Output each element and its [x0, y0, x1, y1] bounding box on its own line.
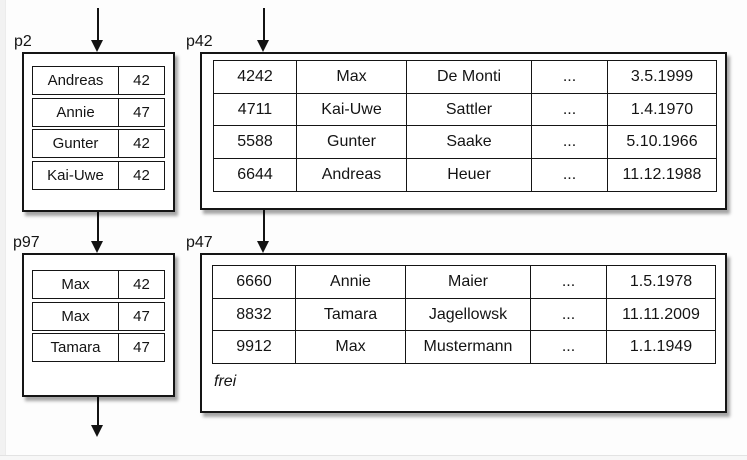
- table-cell: 4711: [237, 100, 273, 118]
- down-arrow-p42-to-p47-icon: [257, 210, 269, 253]
- table-cell: 47: [118, 334, 164, 361]
- table-cell: 5.10.1966: [607, 126, 716, 158]
- table-cell: 1.5.1978: [606, 266, 715, 298]
- table-cell: 47: [118, 302, 164, 330]
- table-row: Max 47: [32, 301, 165, 331]
- table-cell: 3.5.1999: [607, 61, 716, 93]
- slide-left-edge: [0, 0, 6, 460]
- table-row: Kai-Uwe 42: [32, 160, 165, 190]
- table-cell: ...: [530, 298, 606, 331]
- table-cell: 1.4.1970: [607, 93, 716, 126]
- page-label-p2: p2: [14, 33, 32, 50]
- table-cell: Max: [295, 331, 405, 363]
- table-row: Annie 47: [32, 97, 165, 127]
- table-cell: Tamara: [50, 339, 101, 356]
- table-cell: Max: [296, 61, 406, 93]
- table-cell: 42: [118, 161, 164, 189]
- table-cell: Andreas: [296, 158, 406, 191]
- table-cell: ...: [530, 266, 606, 298]
- table-cell: Gunter: [296, 126, 406, 158]
- slide-bottom-edge: [0, 455, 747, 460]
- table-cell: 6644: [237, 165, 273, 183]
- table-cell: 9912: [236, 338, 272, 355]
- table-cell: ...: [531, 158, 607, 191]
- table-cell: Max: [61, 307, 90, 325]
- table-cell: Andreas: [47, 72, 104, 89]
- down-arrow-into-p2-icon: [91, 8, 103, 52]
- table-cell: 42: [118, 130, 164, 157]
- table-cell: Sattler: [406, 93, 531, 126]
- table-cell: 11.12.1988: [607, 158, 716, 191]
- table-cell: Kai-Uwe: [296, 93, 406, 126]
- table-cell: Gunter: [52, 135, 99, 152]
- table-cell: Mustermann: [405, 331, 530, 363]
- table-cell: Maier: [405, 266, 530, 298]
- table-cell: Heuer: [406, 158, 531, 191]
- table-cell: 42: [118, 271, 164, 298]
- page-label-p42: p42: [186, 33, 213, 50]
- table-cell: Kai-Uwe: [47, 166, 104, 184]
- table-cell: 1.1.1949: [606, 331, 715, 363]
- table-row: Max 42: [32, 270, 165, 299]
- table-cell: ...: [531, 93, 607, 126]
- table-cell: Annie: [295, 266, 405, 298]
- table-cell: 4242: [237, 68, 273, 85]
- table-cell: Jagellowsk: [405, 298, 530, 331]
- free-space-label: frei: [214, 373, 237, 390]
- down-arrow-out-of-p97-icon: [91, 397, 103, 437]
- table-row: Andreas 42: [32, 66, 165, 95]
- table-cell: Annie: [56, 103, 95, 121]
- table-cell: 5588: [237, 133, 273, 150]
- page-label-p47: p47: [186, 234, 213, 251]
- table-cell: 42: [118, 67, 164, 94]
- table-cell: 6660: [236, 273, 272, 290]
- down-arrow-into-p42-icon: [257, 8, 269, 52]
- table-row: Gunter 42: [32, 129, 165, 158]
- table-cell: ...: [531, 126, 607, 158]
- table-cell: 8832: [236, 305, 272, 323]
- table-cell: Saake: [406, 126, 531, 158]
- page-label-p97: p97: [13, 234, 40, 251]
- table-cell: Tamara: [295, 298, 405, 331]
- table-cell: 47: [118, 98, 164, 126]
- table-cell: 11.11.2009: [606, 298, 715, 331]
- table-cell: ...: [530, 331, 606, 363]
- down-arrow-p2-to-p97-icon: [91, 212, 103, 253]
- table-cell: Max: [61, 276, 90, 293]
- table-row: Tamara 47: [32, 333, 165, 362]
- table-cell: ...: [531, 61, 607, 93]
- table-cell: De Monti: [406, 61, 531, 93]
